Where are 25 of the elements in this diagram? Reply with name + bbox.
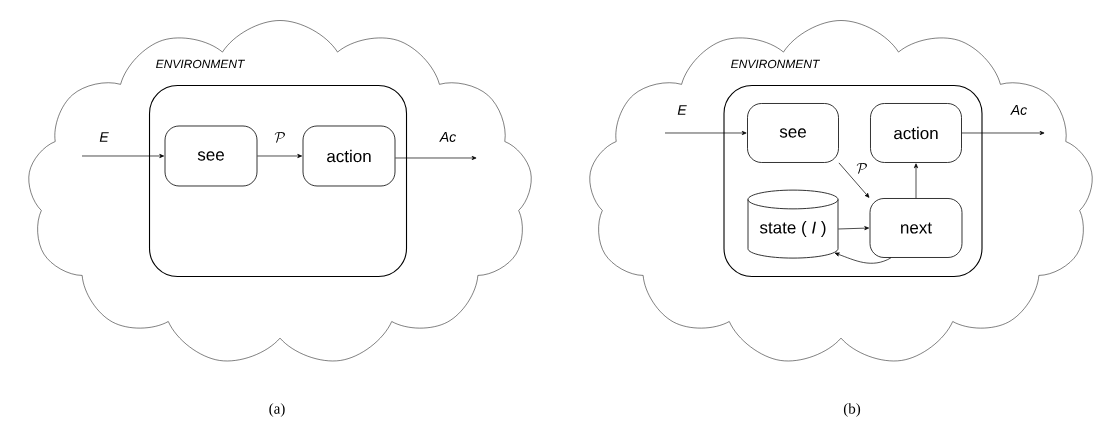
process-box: see xyxy=(747,103,839,163)
edge-label: $\mathcal{P}$ xyxy=(274,132,285,143)
caption: (b) xyxy=(843,403,861,417)
caption: (a) xyxy=(269,403,285,417)
arrow xyxy=(838,162,870,198)
arrow xyxy=(838,226,870,231)
edge-label: Ac xyxy=(439,132,456,142)
edge-label: E xyxy=(99,132,109,142)
storage-cylinder: state ( I ) xyxy=(747,189,839,259)
edge-label: $\mathcal{P}$ xyxy=(856,163,867,174)
arrow xyxy=(257,153,303,159)
arrow xyxy=(834,252,892,264)
process-box: action xyxy=(870,103,962,163)
arrow xyxy=(961,130,1045,136)
arrow xyxy=(664,130,747,136)
agent-box xyxy=(148,84,408,278)
arrow xyxy=(395,155,477,161)
process-box: see xyxy=(164,125,258,187)
agent-box xyxy=(723,84,983,278)
edge-label: Ac xyxy=(1010,105,1027,115)
arrow xyxy=(913,163,919,199)
process-box: next xyxy=(869,198,963,258)
edge-label: E xyxy=(677,105,687,115)
arrow xyxy=(81,153,165,159)
process-box: action xyxy=(302,125,396,187)
